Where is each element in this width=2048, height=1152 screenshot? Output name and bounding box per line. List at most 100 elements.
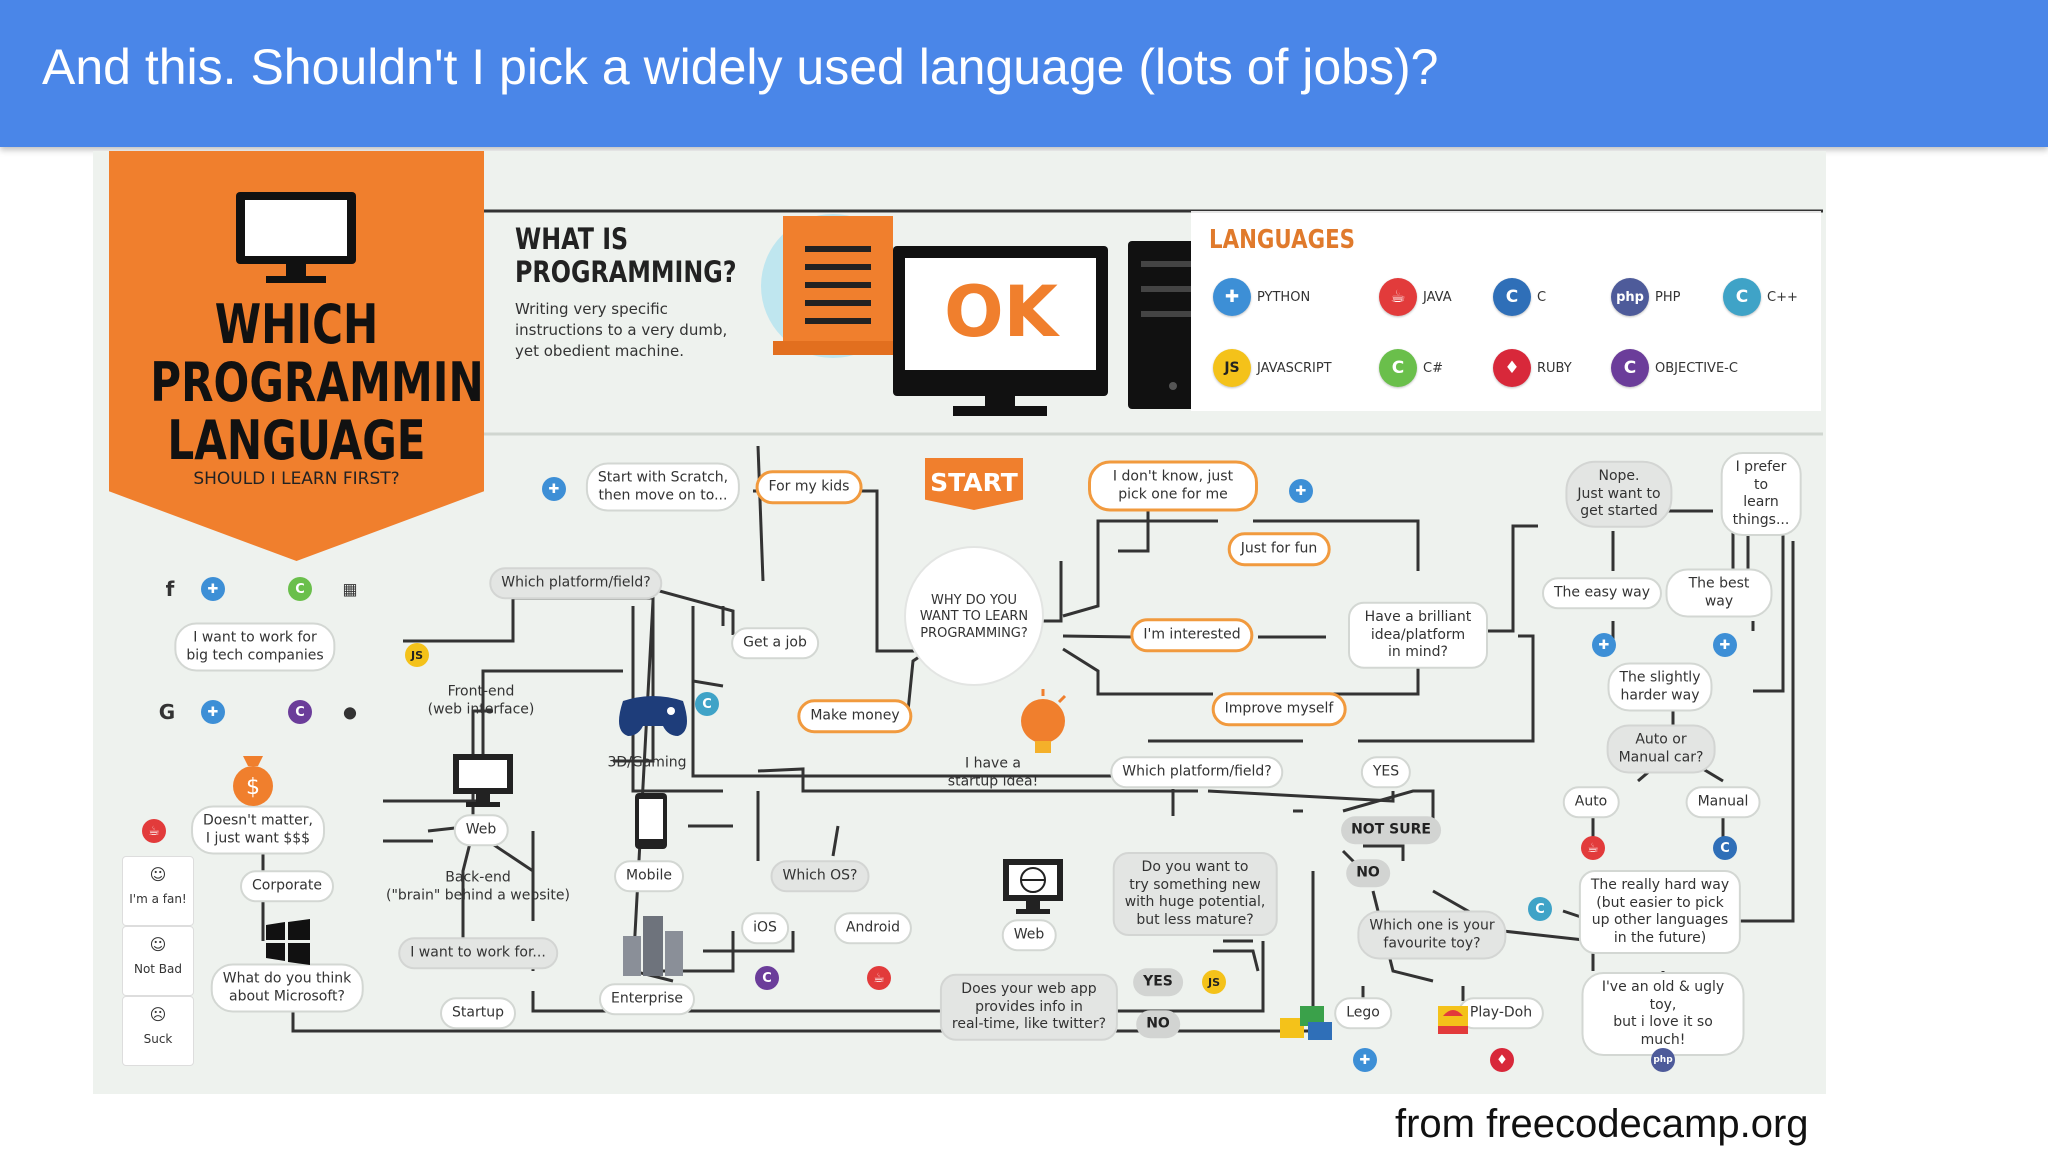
banner-subtitle: SHOULD I LEARN FIRST?	[193, 469, 400, 489]
node-auto: Auto	[1562, 786, 1620, 818]
infographic: WHICH PROGRAMMING LANGUAGE SHOULD I LEAR…	[93, 151, 1826, 1094]
node-yes-1: YES	[1360, 756, 1412, 788]
language-php: php PHP	[1611, 278, 1680, 316]
node-old-toy: I've an old & ugly toy, but i love it so…	[1581, 972, 1745, 1056]
cpp-icon: C	[1528, 897, 1552, 921]
node-mobile: Mobile	[614, 860, 684, 892]
node-android: Android	[833, 912, 913, 944]
smartphone-icon	[635, 793, 667, 849]
node-realtime: Does your web app provides info in real-…	[939, 973, 1119, 1041]
intro-title: WHAT IS PROGRAMMING?	[515, 222, 737, 289]
start-badge: START	[925, 458, 1023, 510]
python-icon: ✚	[201, 700, 225, 724]
node-lego: Lego	[1334, 997, 1392, 1029]
ruby-icon: ♦	[1493, 349, 1531, 387]
language-cpp: C C++	[1723, 278, 1798, 316]
node-really-hard: The really hard way (but easier to pick …	[1578, 870, 1742, 954]
neutral-face-icon: ☺	[149, 935, 167, 954]
languages-title: LANGUAGES	[1209, 225, 1356, 255]
language-label: RUBY	[1537, 360, 1572, 376]
node-auto-manual: Auto or Manual car?	[1606, 724, 1716, 774]
java-icon: ☕	[1581, 836, 1605, 860]
globe-monitor-icon	[1003, 859, 1063, 914]
desktop-icon	[453, 754, 513, 807]
node-just-for-fun: Just for fun	[1227, 532, 1331, 566]
node-yes-2: YES	[1133, 968, 1183, 996]
screen-text: OK	[944, 271, 1061, 353]
header-bar: And this. Shouldn't I pick a widely used…	[0, 0, 2048, 147]
lego-icon	[1280, 1006, 1332, 1040]
smile-icon: ☺	[149, 865, 167, 884]
node-manual: Manual	[1685, 786, 1761, 818]
node-best-way: The best way	[1665, 568, 1773, 618]
objective-c-icon: C	[755, 966, 779, 990]
python-icon: ✚	[1713, 633, 1737, 657]
python-icon: ✚	[1353, 1048, 1377, 1072]
node-interested: I'm interested	[1130, 618, 1254, 652]
cpp-icon: C	[1723, 278, 1761, 316]
csharp-icon: C	[1379, 349, 1417, 387]
c-icon: C	[1493, 278, 1531, 316]
csharp-icon: C	[288, 577, 312, 601]
node-3d-gaming: 3D/Gaming	[607, 754, 687, 771]
apple-icon: ●	[343, 702, 357, 722]
node-work-for: I want to work for...	[398, 937, 558, 969]
monitor-icon	[236, 192, 356, 283]
php-icon: php	[1611, 278, 1649, 316]
javascript-icon: JS	[1213, 349, 1251, 387]
node-ios: iOS	[741, 912, 789, 944]
c-icon: C	[1713, 836, 1737, 860]
python-icon: ✚	[1213, 278, 1251, 316]
intro-description: Writing very specific instructions to a …	[515, 300, 728, 360]
node-slightly-harder: The slightly harder way	[1607, 662, 1713, 712]
node-get-job: Get a job	[731, 627, 819, 659]
node-no-1: NO	[1346, 859, 1390, 887]
node-web-2: Web	[1001, 919, 1057, 951]
language-label: OBJECTIVE-C	[1655, 360, 1738, 376]
facebook-icon: f	[165, 577, 175, 601]
ruby-icon: ♦	[1490, 1048, 1514, 1072]
language-label: PHP	[1655, 289, 1681, 305]
slide-title: And this. Shouldn't I pick a widely used…	[42, 39, 1439, 95]
node-not-sure: NOT SURE	[1341, 816, 1441, 844]
java-icon: ☕	[867, 966, 891, 990]
play-doh-icon	[1438, 1006, 1468, 1034]
node-platform-1: Which platform/field?	[489, 567, 663, 599]
node-startup-idea: I have a startup idea!	[947, 755, 1039, 790]
cpp-icon: C	[695, 692, 719, 716]
language-label: C++	[1767, 289, 1798, 305]
node-improve: Improve myself	[1211, 692, 1347, 726]
node-doesnt-matter: Doesn't matter, I just want $$$	[191, 805, 325, 855]
node-make-money: Make money	[797, 699, 913, 733]
node-scratch: Start with Scratch, then move on to...	[585, 462, 741, 512]
language-python: ✚ PYTHON	[1213, 278, 1310, 316]
python-icon: ✚	[542, 477, 566, 501]
node-backend: Back-end ("brain" behind a website)	[386, 869, 570, 904]
node-web-1: Web	[453, 814, 509, 846]
python-icon: ✚	[201, 577, 225, 601]
source-caption: from freecodecamp.org	[1395, 1102, 1809, 1146]
node-why: WHY DO YOU WANT TO LEARN PROGRAMMING?	[904, 546, 1044, 686]
node-microsoft: What do you think about Microsoft?	[210, 963, 364, 1013]
node-startup: Startup	[440, 997, 516, 1029]
node-frontend: Front-end (web interface)	[427, 683, 535, 718]
node-for-my-kids: For my kids	[755, 470, 863, 504]
language-ruby: ♦ RUBY	[1493, 349, 1572, 387]
node-favourite-toy: Which one is your favourite toy?	[1357, 910, 1507, 960]
node-easy-way: The easy way	[1541, 577, 1663, 609]
windows-icon: ▦	[342, 579, 358, 599]
node-try-new: Do you want to try something new with hu…	[1112, 852, 1278, 936]
node-big-tech: I want to work for big tech companies	[174, 622, 336, 672]
language-label: PYTHON	[1257, 289, 1311, 305]
php-icon: php	[1651, 1048, 1675, 1072]
face-fan: ☺I'm a fan!	[122, 856, 194, 926]
javascript-icon: JS	[405, 643, 429, 667]
objective-c-icon: C	[1611, 349, 1649, 387]
node-no-2: NO	[1136, 1010, 1180, 1038]
sad-face-icon: ☹	[149, 1005, 167, 1024]
windows-logo-icon	[266, 919, 310, 965]
